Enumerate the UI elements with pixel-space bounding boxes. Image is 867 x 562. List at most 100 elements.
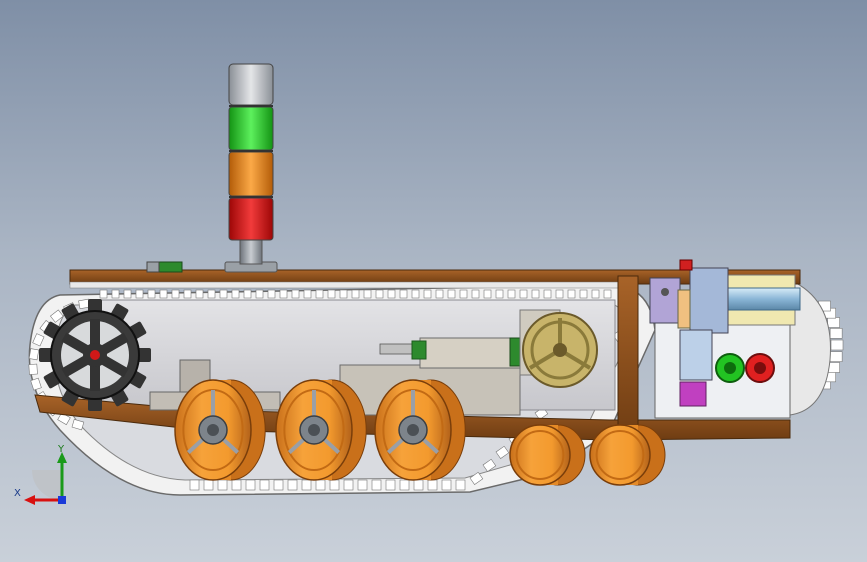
track-tooth — [123, 289, 132, 299]
track-tooth — [435, 289, 444, 299]
track-cleat — [28, 363, 38, 375]
orange-spacer — [677, 289, 691, 329]
track-tooth — [111, 289, 120, 299]
track-cleat — [28, 348, 40, 361]
track-tooth — [603, 289, 612, 299]
track-cleat — [371, 479, 382, 491]
track-cleat — [829, 328, 843, 339]
frame-rear-post — [617, 275, 639, 442]
track-tooth — [411, 289, 420, 299]
track-cleat — [427, 479, 438, 491]
track-tooth — [507, 289, 516, 299]
track-cleat — [399, 479, 410, 491]
track-cleat — [441, 479, 452, 491]
top-connector-gray — [146, 261, 160, 273]
track-tooth — [195, 289, 204, 299]
track-tooth — [591, 289, 600, 299]
top-track-teeth — [99, 289, 612, 299]
tower-segment-orange — [228, 151, 274, 197]
track-cleat — [830, 339, 844, 351]
track-tooth — [459, 289, 468, 299]
track-cleat — [343, 479, 354, 491]
track-tooth — [543, 289, 552, 299]
track-cleat — [189, 479, 200, 491]
track-tooth — [399, 289, 408, 299]
tower-segment-gray — [228, 63, 274, 106]
track-tooth — [471, 289, 480, 299]
track-tooth — [135, 289, 144, 299]
frame-top-rail-edge — [69, 281, 631, 289]
track-cleat — [469, 471, 484, 485]
track-tooth — [351, 289, 360, 299]
track-tooth — [531, 289, 540, 299]
track-tooth — [243, 289, 252, 299]
track-tooth — [315, 289, 324, 299]
vertical-guide — [679, 329, 713, 381]
track-cleat — [50, 309, 64, 323]
track-tooth — [363, 289, 372, 299]
track-tooth — [447, 289, 456, 299]
rod-end-green — [411, 340, 427, 360]
track-tooth — [267, 289, 276, 299]
road-wheel — [174, 379, 266, 481]
track-tooth — [171, 289, 180, 299]
track-cleat — [287, 479, 298, 491]
track-cleat — [259, 479, 270, 491]
road-wheel — [374, 379, 466, 481]
track-cleat — [357, 479, 368, 491]
idler-wheel — [522, 312, 598, 388]
track-tooth — [483, 289, 492, 299]
track-cleat — [329, 479, 340, 491]
track-tooth — [327, 289, 336, 299]
track-tooth — [159, 289, 168, 299]
track-tooth — [567, 289, 576, 299]
track-cleat — [71, 419, 85, 431]
track-tooth — [219, 289, 228, 299]
track-tooth — [423, 289, 432, 299]
track-tooth — [495, 289, 504, 299]
z-axis-marker — [58, 496, 66, 504]
slider-block-blue — [689, 267, 729, 334]
y-axis-label: Y — [57, 444, 65, 455]
red-indicator-cap — [679, 259, 693, 271]
track-cleat — [482, 458, 497, 472]
axis-origin-shade — [32, 470, 62, 500]
rear-track-belt — [789, 279, 831, 416]
track-tooth — [555, 289, 564, 299]
track-tooth — [207, 289, 216, 299]
track-tooth — [339, 289, 348, 299]
drive-sprocket-icon — [39, 299, 151, 411]
track-cleat — [245, 479, 256, 491]
track-cleat — [495, 445, 510, 459]
actuator-cylinder — [419, 337, 521, 369]
road-wheel — [509, 424, 586, 486]
track-cleat — [413, 479, 424, 491]
track-cleat — [301, 479, 312, 491]
tower-segment-red — [228, 197, 274, 241]
track-cleat — [455, 479, 466, 491]
mount-plate-purple — [649, 277, 681, 324]
track-tooth — [291, 289, 300, 299]
signal-tower-light[interactable] — [224, 63, 278, 273]
sprocket-axle — [90, 350, 100, 360]
track-cleat — [32, 333, 45, 347]
track-tooth — [303, 289, 312, 299]
track-tooth — [375, 289, 384, 299]
track-cleat — [385, 479, 396, 491]
road-wheel — [275, 379, 367, 481]
track-cleat — [30, 377, 42, 391]
track-cleat — [231, 479, 242, 491]
sprocket-spoke — [90, 319, 100, 355]
track-tooth — [231, 289, 240, 299]
track-cleat — [829, 351, 843, 362]
xyz-axis-triad-icon[interactable]: Y X — [14, 444, 67, 505]
track-tooth — [579, 289, 588, 299]
linear-guide-rail — [727, 287, 801, 311]
x-axis-label: X — [14, 488, 21, 499]
track-tooth — [387, 289, 396, 299]
track-cleat — [827, 317, 840, 328]
track-tooth — [255, 289, 264, 299]
road-wheel — [589, 424, 666, 486]
